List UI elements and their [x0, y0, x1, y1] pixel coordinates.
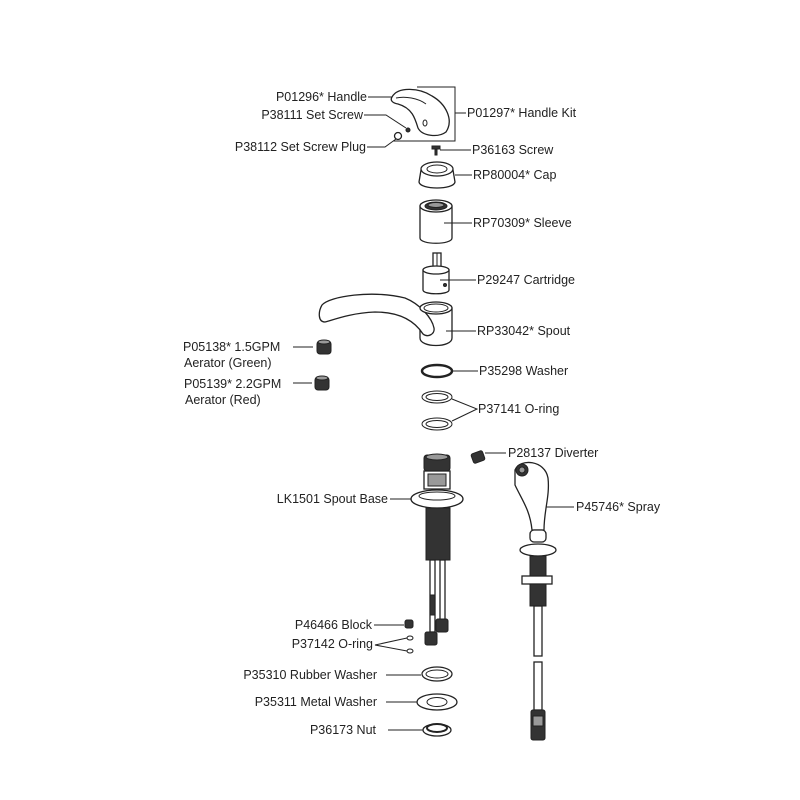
spout-part [318, 293, 476, 347]
label-metal-washer: P35311 Metal Washer [255, 695, 377, 709]
spout-base-part [390, 453, 464, 646]
label-aerator-green-2: Aerator (Green) [184, 356, 272, 370]
cartridge-part [422, 252, 476, 295]
label-sleeve: RP70309* Sleeve [473, 216, 572, 230]
aerator-green-part [293, 339, 332, 355]
block-part [374, 619, 414, 629]
label-spout-base: LK1501 Spout Base [277, 492, 388, 506]
set-screw-plug-part [367, 131, 403, 148]
spray-part [514, 461, 574, 741]
nut-part [388, 723, 452, 737]
label-diverter: P28137 Diverter [508, 446, 598, 460]
washer-part [420, 363, 478, 379]
oring-part [421, 390, 479, 431]
label-cartridge: P29247 Cartridge [477, 273, 575, 287]
small-oring-part [374, 635, 414, 654]
label-screw: P36163 Screw [472, 143, 554, 157]
label-spray: P45746* Spray [576, 500, 661, 514]
set-screw-part [364, 114, 411, 133]
metal-washer-part [386, 693, 458, 711]
label-aerator-red-2: Aerator (Red) [185, 393, 261, 407]
label-oring: P37141 O-ring [478, 402, 559, 416]
label-spout: RP33042* Spout [477, 324, 571, 338]
screw-part [431, 145, 471, 156]
label-aerator-red-1: P05139* 2.2GPM [184, 377, 281, 391]
label-oring-small: P37142 O-ring [292, 637, 373, 651]
aerator-red-part [293, 375, 330, 391]
handle-part [368, 88, 450, 137]
label-block: P46466 Block [295, 618, 373, 632]
handle-kit-bracket [393, 86, 466, 142]
diverter-part [470, 450, 506, 464]
label-cap: RP80004* Cap [473, 168, 556, 182]
label-aerator-green-1: P05138* 1.5GPM [183, 340, 280, 354]
cap-part [418, 161, 472, 189]
label-handle-kit: P01297* Handle Kit [467, 106, 577, 120]
label-rubber-washer: P35310 Rubber Washer [243, 668, 377, 682]
label-washer: P35298 Washer [479, 364, 568, 378]
label-nut: P36173 Nut [310, 723, 377, 737]
label-set-screw: P38111 Set Screw [261, 108, 364, 122]
sleeve-part [419, 199, 472, 244]
label-handle: P01296* Handle [276, 90, 367, 104]
label-set-screw-plug: P38112 Set Screw Plug [235, 140, 366, 154]
rubber-washer-part [386, 666, 453, 682]
